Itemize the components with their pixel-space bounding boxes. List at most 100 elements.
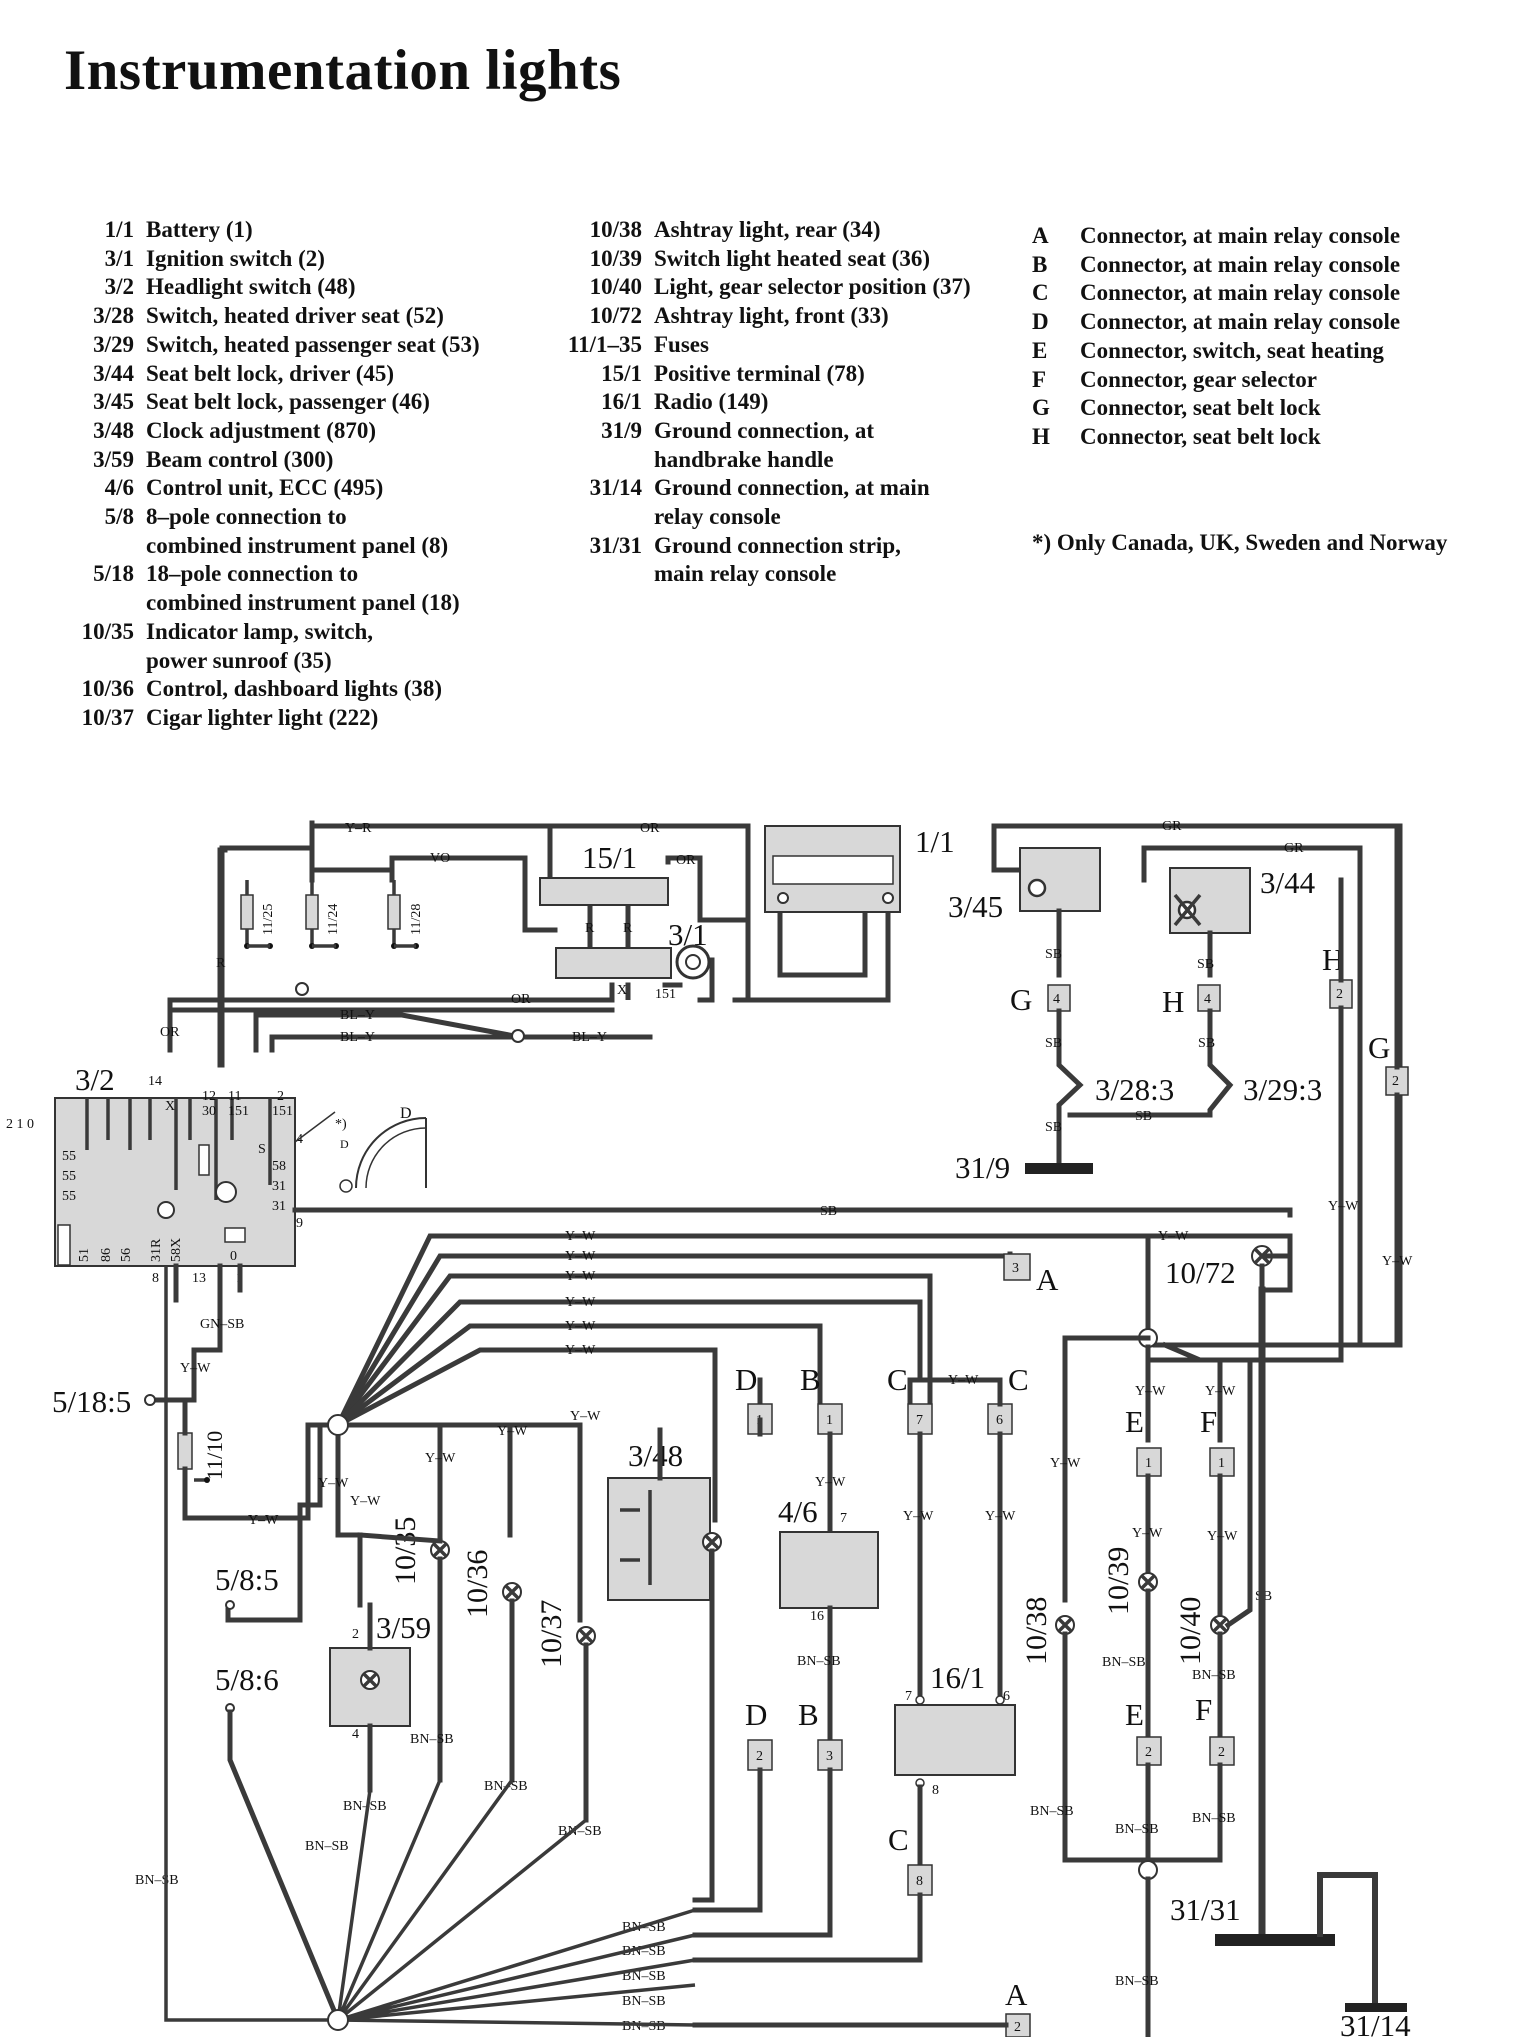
label-3-2: 3/2 — [75, 1062, 115, 1097]
legend-code: 5/18 — [93, 561, 134, 587]
label-3-29: 3/29:3 — [1243, 1072, 1322, 1107]
legend-code: 16/1 — [601, 389, 642, 415]
legend-code: 10/38 — [589, 217, 642, 242]
connector-label-d: D — [735, 1362, 757, 1397]
wire-label: Y–W — [565, 1295, 596, 1310]
legend-code: 3/1 — [104, 245, 134, 271]
wire-label: OR — [676, 853, 696, 868]
legend-code: C — [1032, 280, 1049, 306]
connector-label-e: E — [1125, 1404, 1144, 1439]
pin-label: 16 — [810, 1609, 824, 1624]
legend-description: Positive terminal (78) — [654, 360, 865, 386]
legend-code: 3/44 — [93, 360, 134, 386]
label-16-1: 16/1 — [930, 1660, 985, 1695]
wire-label: BN–SB — [622, 2019, 666, 2034]
dial-symbol: D — [400, 1105, 412, 1122]
legend-description: Fuses — [654, 331, 709, 357]
ground-fan-bottom — [164, 1266, 696, 2031]
legend-description: Seat belt lock, passenger (46) — [146, 389, 430, 415]
connector-a-upper — [1003, 1253, 1031, 1281]
wire-label: Y–W — [1135, 1384, 1166, 1399]
pin-label: 13 — [192, 1271, 206, 1286]
page-title: Instrumentation lights — [64, 39, 622, 102]
legend-code: 3/48 — [93, 417, 134, 443]
pin-label: 7 — [840, 1511, 847, 1526]
pin-label: 4 — [352, 1727, 359, 1742]
pin-label: 6 — [996, 1413, 1003, 1428]
label-31-31: 31/31 — [1170, 1892, 1241, 1927]
pin-label: 0 — [230, 1249, 237, 1264]
footnote-marker: *) — [335, 1117, 347, 1132]
legend-description: Connector, switch, seat heating — [1080, 337, 1384, 363]
label-10-39: 10/39 — [1102, 1547, 1135, 1615]
wire-label: Y–W — [1050, 1456, 1081, 1471]
pin-label: X — [617, 983, 627, 998]
connector-label-d-lower: D — [745, 1697, 767, 1732]
connector-label-g-right: G — [1368, 1030, 1390, 1065]
wire-label: Y–W — [180, 1361, 211, 1376]
wire-label: BN–SB — [1102, 1655, 1146, 1670]
pin-label: 7 — [905, 1689, 912, 1704]
legend-description: Control unit, ECC (495) — [146, 475, 384, 501]
label-10-35: 10/35 — [389, 1517, 422, 1585]
legend-description: Switch light heated seat (36) — [654, 245, 930, 271]
pin-label: 2 — [1145, 1745, 1152, 1760]
fuse-11-25 — [240, 894, 254, 930]
label-3-28: 3/28:3 — [1095, 1072, 1174, 1107]
label-5-18-5: 5/18:5 — [52, 1384, 131, 1419]
legend-description: Ashtray light, front (33) — [654, 303, 889, 329]
connector-f-upper — [1209, 1447, 1235, 1477]
legend-code: 10/35 — [81, 618, 134, 644]
wire-label: Y–W — [1205, 1384, 1236, 1399]
wire-label: OR — [511, 992, 531, 1007]
wire-label: Y–R — [345, 821, 372, 836]
wire-label: Y–W — [903, 1509, 934, 1524]
ignition-lock-icon — [675, 944, 711, 980]
control-unit-ecc-4-6 — [779, 1531, 879, 1609]
wire-label: Y–W — [1382, 1254, 1413, 1269]
connector-label-c: C — [887, 1362, 908, 1397]
legend-description: Clock adjustment (870) — [146, 417, 376, 443]
wire-label: GN–SB — [200, 1317, 244, 1332]
legend-code: B — [1032, 251, 1048, 277]
wire-label: BN–SB — [622, 1969, 666, 1984]
legend-code: 10/72 — [589, 303, 642, 329]
legend-code: 3/28 — [93, 303, 134, 329]
wire-label: BL–Y — [340, 1008, 375, 1023]
legend-code: D — [1032, 309, 1049, 335]
ground-strip-31-31 — [1215, 1934, 1335, 1946]
wire-label: BN–SB — [1192, 1668, 1236, 1683]
legend-description: Ashtray light, rear (34) — [654, 217, 881, 242]
dial-symbol: D — [340, 1137, 349, 1151]
wire-label: R — [623, 921, 633, 936]
pin-label: 1 — [1145, 1456, 1152, 1471]
legend-description: Connector, seat belt lock — [1080, 423, 1321, 449]
pin-label: 2 — [1336, 987, 1343, 1002]
wire-label: Y–W — [815, 1475, 846, 1490]
wire-label: Y–W — [1207, 1529, 1238, 1544]
legend-code: A — [1032, 223, 1049, 248]
wire-label: OR — [160, 1025, 180, 1040]
splice-bottom-right — [1138, 1860, 1158, 1880]
ground-31-9 — [1025, 1163, 1093, 1174]
legend-description: 18–pole connection to — [146, 561, 359, 587]
label-10-36: 10/36 — [461, 1550, 494, 1618]
wire-label: SB — [1045, 947, 1062, 962]
pin-label: 2 — [352, 1627, 359, 1642]
legend-row: 10/72 Ashtray light, front (33) — [532, 302, 971, 331]
switch-position-scale: 2 1 0 — [6, 1117, 34, 1132]
legend-code: 11/1–35 — [567, 331, 642, 357]
